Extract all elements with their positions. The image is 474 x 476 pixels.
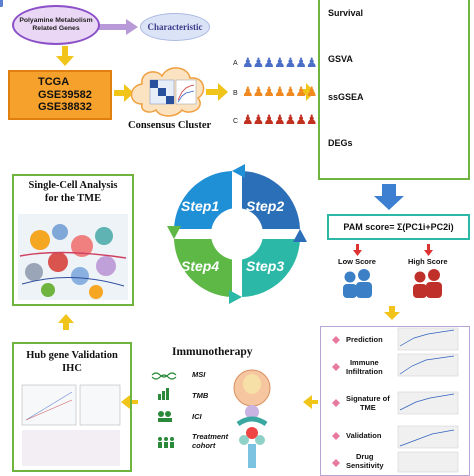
step4-segment: [174, 239, 232, 297]
step4-label: Step4: [181, 258, 220, 274]
step1-label: Step1: [181, 198, 220, 214]
step1-segment: [174, 171, 232, 229]
cluster-label-c: C: [233, 118, 239, 125]
results-thumbnails: [397, 327, 459, 473]
datasets-box: TCGA GSE39582 GSE38832: [8, 70, 112, 120]
high-score-people: [413, 269, 442, 298]
score-formula-box: PAM score= Σ(PC1i+PC2i): [327, 214, 470, 240]
hub-gene-box: [12, 342, 132, 472]
result-item-validation: Validation: [346, 431, 382, 440]
msi-icon: [151, 372, 177, 380]
result-item-drug-sensitivity: Drug Sensitivity: [346, 452, 384, 470]
step2-label: Step2: [246, 198, 285, 214]
arrow-genes-to-characteristic: [98, 19, 138, 35]
panel-item-gsva: GSVA: [328, 54, 353, 64]
result-item-prediction: Prediction: [346, 335, 383, 344]
consensus-heatmap: [149, 79, 197, 105]
genes-label: Polyamine Metabolism Related Genes: [19, 16, 93, 32]
cluster-group-c-people: ♟♟♟♟♟♟♟: [242, 112, 318, 127]
result-markers: [332, 336, 340, 467]
consensus-cluster-label: Consensus Cluster: [128, 120, 212, 131]
low-score-people: [343, 269, 372, 298]
genes-oval: Polyamine Metabolism Related Genes: [12, 5, 100, 45]
immunotherapy-title: Immunotherapy: [172, 346, 253, 358]
low-score-label: Low Score: [338, 257, 376, 266]
arrow-panel-to-score: [374, 184, 404, 210]
step3-segment: [242, 239, 300, 297]
arrow-hubgene-to-singlecell: [58, 314, 74, 330]
step2-segment: [242, 171, 300, 229]
cluster-group-a-people: ♟♟♟♟♟♟♟: [242, 55, 318, 70]
result-item-immune-infiltration: Immune Infiltration: [346, 358, 383, 376]
tmb-icon: [158, 388, 169, 400]
immunotherapy-item-tmb: TMB: [192, 391, 209, 400]
single-cell-title-line2: for the TME: [44, 192, 102, 204]
arrow-groups-to-panel: [300, 83, 315, 101]
characteristic-oval: Characteristic: [140, 13, 210, 41]
ihc-grid: [21, 384, 121, 466]
arrow-score-to-results: [384, 306, 400, 320]
cluster-group-b-people: ♟♟♟♟♟♟♟: [242, 84, 318, 99]
single-cell-title: Single-Cell Analysis for the TME: [12, 180, 134, 205]
ici-icon: [158, 411, 172, 422]
panel-item-degs: DEGs: [328, 138, 353, 148]
arrow-high: [424, 244, 433, 256]
results-panel: [320, 326, 470, 476]
dataset-gse39582: GSE39582: [38, 88, 92, 101]
hub-gene-title-line1: Hub gene Validation: [26, 350, 118, 361]
dataset-tcga: TCGA: [38, 76, 70, 89]
single-cell-illustration: [18, 214, 128, 300]
receptor-illustration: [233, 369, 271, 468]
hub-gene-title: Hub gene Validation IHC: [12, 350, 132, 375]
step-wheel: [167, 164, 307, 304]
arrow-genes-to-datasets: [56, 46, 74, 66]
step3-label: Step3: [246, 258, 285, 274]
score-formula: PAM score= Σ(PC1i+PC2i): [343, 222, 454, 232]
arrow-results-to-immunotherapy: [303, 395, 318, 409]
single-cell-title-line1: Single-Cell Analysis: [28, 180, 118, 191]
immunotherapy-item-msi: MSI: [192, 370, 206, 379]
analysis-panel: [318, 0, 470, 180]
panel-item-ssgsea: ssGSEA: [328, 92, 364, 102]
immunotherapy-item-treatment-cohort: Treatment cohort: [192, 432, 229, 450]
arrow-datasets-to-cluster: [114, 84, 134, 102]
immunotherapy-item-ici: ICI: [192, 412, 202, 421]
high-score-label: High Score: [408, 257, 448, 266]
treatment-cohort-icon: [158, 437, 174, 448]
arrow-immunotherapy-to-hubgene: [121, 395, 138, 409]
cluster-label-a: A: [233, 60, 238, 67]
characteristic-label: Characteristic: [147, 22, 203, 32]
arrow-low: [353, 244, 362, 256]
hub-gene-title-line2: IHC: [62, 362, 82, 374]
cluster-label-b: B: [233, 90, 238, 97]
result-item-signature-tme: Signature of TME: [346, 394, 390, 412]
dataset-gse38832: GSE38832: [38, 101, 92, 114]
single-cell-box: [12, 174, 134, 306]
panel-item-survival: Survival: [328, 8, 364, 18]
arrow-cluster-to-groups: [206, 83, 228, 101]
cluster-group-a: [0, 0, 3, 7]
